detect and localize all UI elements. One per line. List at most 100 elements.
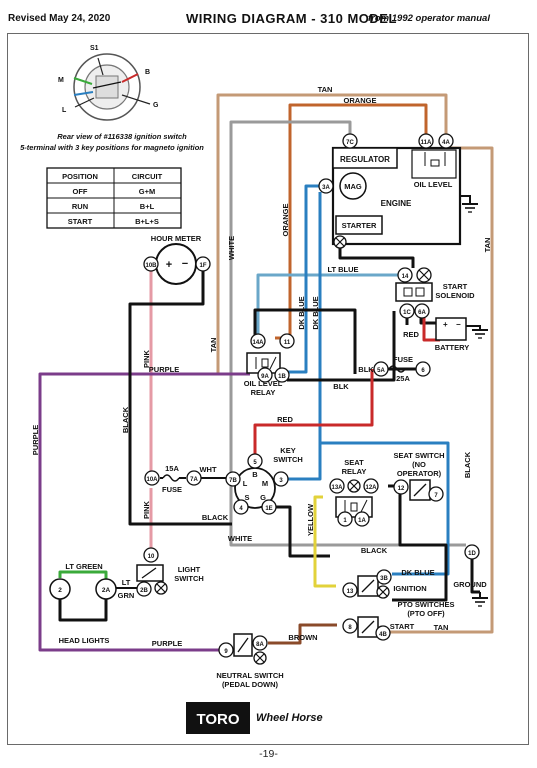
svg-text:2B: 2B	[140, 588, 148, 594]
table-cell: B+L	[140, 202, 155, 211]
wire-black-oilrelay	[287, 311, 396, 382]
wire-purple	[38, 372, 250, 652]
source-note: from 1992 operator manual	[368, 13, 490, 24]
key-position-table: POSITION CIRCUIT OFF G+M RUN B+L START B…	[46, 167, 182, 229]
fuse-15a: 15A FUSE	[160, 464, 186, 494]
svg-text:3B: 3B	[380, 576, 388, 582]
svg-text:1A: 1A	[358, 518, 366, 524]
terminal-10: 10	[143, 547, 159, 563]
terminal-label: B	[145, 69, 150, 76]
switch-caption: Rear view of #116338 ignition switch	[57, 132, 187, 141]
svg-text:13: 13	[347, 589, 354, 595]
svg-text:11: 11	[284, 340, 291, 346]
ignition-switch: IGNITION	[357, 575, 427, 599]
wire-label-blk: BLK	[358, 365, 374, 374]
wire-label-grn: GRN	[118, 591, 135, 600]
wire-label-purple: PURPLE	[152, 639, 182, 648]
svg-text:6: 6	[421, 368, 425, 374]
pto-label: (PTO OFF)	[407, 609, 445, 618]
table-header: POSITION	[62, 172, 98, 181]
wire-label-dk-blue: DK BLUE	[401, 568, 434, 577]
svg-text:5A: 5A	[377, 368, 385, 374]
terminal-7c: 7C	[342, 133, 358, 149]
neutral-switch-label: NEUTRAL SWITCH	[216, 671, 283, 680]
key-switch: B M L S G KEY SWITCH	[234, 446, 303, 509]
wire-black-solenoid-engine	[338, 244, 415, 268]
wire-white	[229, 120, 352, 498]
key-terminal: L	[243, 479, 248, 488]
terminal-11a: 11A	[418, 133, 434, 149]
svg-text:11A: 11A	[421, 140, 432, 146]
wire-label-tan: TAN	[318, 85, 333, 94]
wire-label-orange: ORANGE	[281, 204, 290, 237]
wire-label-tan: TAN	[483, 238, 492, 253]
terminal-label: G	[153, 102, 159, 109]
svg-text:1F: 1F	[199, 263, 206, 269]
svg-text:1: 1	[343, 518, 347, 524]
wire-label-black: BLACK	[202, 513, 229, 522]
toro-logo: TORO Wheel Horse	[186, 702, 323, 734]
terminal-11: 11	[279, 333, 295, 349]
svg-text:10B: 10B	[145, 263, 157, 269]
wire-label-pink: PINK	[142, 500, 151, 519]
terminal-2b: 2B	[136, 581, 152, 597]
engine-label: ENGINE	[381, 199, 412, 208]
terminal-1c: 1C	[399, 303, 415, 319]
key-terminal: B	[252, 470, 258, 479]
svg-text:1B: 1B	[278, 374, 286, 380]
table-cell: B+L+S	[135, 217, 159, 226]
terminal-3a: 3A	[318, 178, 334, 194]
logo-model: Wheel Horse	[256, 712, 323, 724]
wire-label-red: RED	[403, 330, 419, 339]
neutral-switch-label: (PEDAL DOWN)	[222, 680, 279, 689]
terminal-label: M	[58, 77, 64, 84]
svg-text:8A: 8A	[256, 642, 264, 648]
diagram-frame	[7, 33, 529, 745]
terminal-label: S1	[90, 45, 99, 52]
wire-label-lt: LT	[122, 578, 131, 587]
light-switch-label: SWITCH	[174, 574, 204, 583]
svg-text:2A: 2A	[102, 587, 111, 594]
fuse-label: 25A	[396, 374, 410, 383]
head-lights-label: HEAD LIGHTS	[59, 636, 110, 645]
wire-label-lt-blue: LT BLUE	[327, 265, 358, 274]
terminal-1: 1	[337, 511, 353, 527]
terminal-3b: 3B	[376, 569, 392, 585]
svg-text:4A: 4A	[442, 140, 450, 146]
svg-text:12: 12	[398, 486, 405, 492]
terminal-14: 14	[397, 267, 413, 283]
wire-label-dk-blue: DK BLUE	[297, 296, 306, 329]
svg-text:7: 7	[434, 493, 438, 499]
terminal-1b: 1B	[274, 367, 290, 383]
terminal-6a: 6A	[414, 303, 430, 319]
terminal-5: 5	[247, 453, 263, 469]
pto-label: PTO SWITCHES	[398, 600, 455, 609]
svg-text:2: 2	[58, 587, 62, 594]
start-solenoid: START SOLENOID	[395, 267, 475, 302]
page-number: -19-	[259, 748, 278, 760]
mag-label: MAG	[344, 182, 362, 191]
starter-label: STARTER	[342, 221, 377, 230]
wire-label-tan: TAN	[209, 338, 218, 353]
battery: + − BATTERY	[435, 317, 488, 352]
svg-text:7C: 7C	[346, 140, 354, 146]
logo-brand: TORO	[196, 711, 239, 728]
svg-text:9: 9	[224, 649, 228, 655]
neutral-switch: NEUTRAL SWITCH (PEDAL DOWN)	[216, 633, 284, 689]
hour-meter-label: HOUR METER	[151, 234, 202, 243]
terminal-7: 7	[428, 486, 444, 502]
key-switch-label: SWITCH	[273, 455, 303, 464]
start-solenoid-label: START	[443, 282, 468, 291]
wire-label-lt-green: LT GREEN	[65, 562, 102, 571]
svg-text:13A: 13A	[331, 485, 343, 491]
terminal-10a: 10A	[144, 470, 160, 486]
terminal-layer: 7C 11A 4A 3A 10B 1F 14 1C 6A 14A 11 9A 1…	[49, 133, 480, 658]
terminal-label: L	[62, 107, 67, 114]
wire-dk-blue-1	[285, 184, 326, 374]
light-switch: LIGHT SWITCH	[136, 564, 204, 595]
wire-label-purple: PURPLE	[149, 365, 179, 374]
terminal-1d: 1D	[464, 544, 480, 560]
oil-level-relay-label: RELAY	[251, 388, 276, 397]
seat-switch-label: (NO	[412, 460, 426, 469]
